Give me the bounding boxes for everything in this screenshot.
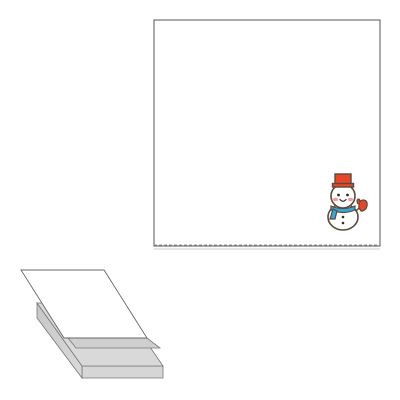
fanfold-stack [20, 269, 164, 380]
snowman-icon [327, 173, 368, 231]
label-sheet [153, 19, 381, 360]
stack-front [81, 365, 164, 379]
stack-top-sheet [20, 269, 148, 339]
